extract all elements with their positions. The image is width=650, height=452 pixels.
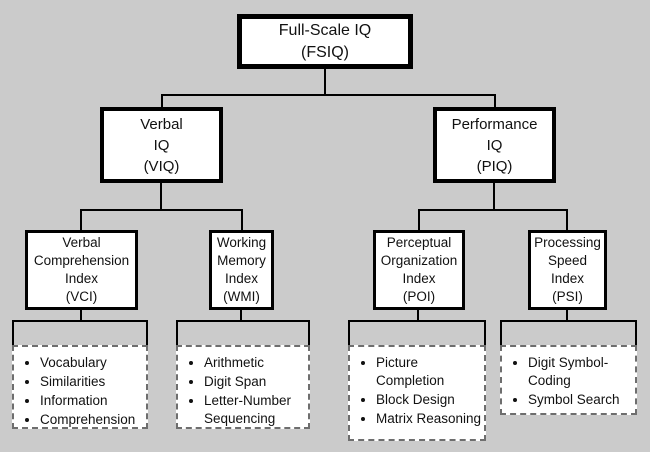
connector-poi-leg-right xyxy=(484,320,486,348)
node-wmi: Working Memory Index (WMI) xyxy=(209,230,274,310)
subtest-ul-wmi: ArithmeticDigit SpanLetter-Number Sequen… xyxy=(178,347,308,428)
connector-wmi-stem xyxy=(240,310,242,321)
connector-piq-hbar xyxy=(418,209,568,211)
subtest-item: Symbol Search xyxy=(528,391,633,409)
subtest-item: Arithmetic xyxy=(204,354,306,372)
subtest-item: Matrix Reasoning xyxy=(376,410,482,428)
connector-poi-leg-left xyxy=(348,320,350,348)
connector-psi-leg-left xyxy=(500,320,502,348)
subtest-list-vci: VocabularySimilaritiesInformationCompreh… xyxy=(12,345,148,429)
connector-vci-stem xyxy=(80,310,82,321)
connector-psi-bracket xyxy=(500,320,637,322)
subtest-item: Letter-Number Sequencing xyxy=(204,392,306,428)
connector-fsiq-stem xyxy=(324,69,326,95)
connector-psi-drop xyxy=(566,209,568,231)
subtest-item: Picture Completion xyxy=(376,354,482,390)
node-piq: Performance IQ (PIQ) xyxy=(433,107,556,183)
subtest-item: Similarities xyxy=(40,373,144,391)
connector-viq-drop xyxy=(161,94,163,108)
node-vci: Verbal Comprehension Index (VCI) xyxy=(25,230,138,310)
connector-viq-hbar xyxy=(80,209,243,211)
connector-poi-drop xyxy=(418,209,420,231)
connector-vci-leg-left xyxy=(12,320,14,348)
connector-piq-drop xyxy=(494,94,496,108)
subtest-item: Digit Symbol-Coding xyxy=(528,354,633,390)
subtest-item: Comprehension xyxy=(40,411,144,429)
connector-psi-stem xyxy=(566,310,568,321)
connector-poi-stem xyxy=(417,310,419,321)
connector-vci-leg-right xyxy=(146,320,148,348)
connector-wmi-leg-right xyxy=(308,320,310,348)
connector-vci-bracket xyxy=(12,320,148,322)
subtest-list-psi: Digit Symbol-CodingSymbol Search xyxy=(500,345,637,415)
subtest-ul-psi: Digit Symbol-CodingSymbol Search xyxy=(502,347,635,409)
connector-wmi-drop xyxy=(241,209,243,231)
connector-piq-stem xyxy=(493,183,495,210)
subtest-item: Block Design xyxy=(376,391,482,409)
subtest-list-poi: Picture CompletionBlock DesignMatrix Rea… xyxy=(348,345,486,441)
connector-psi-leg-right xyxy=(635,320,637,348)
node-poi: Perceptual Organization Index (POI) xyxy=(373,230,465,310)
subtest-ul-vci: VocabularySimilaritiesInformationCompreh… xyxy=(14,347,146,429)
node-psi: Processing Speed Index (PSI) xyxy=(528,230,607,310)
connector-wmi-bracket xyxy=(176,320,310,322)
node-fsiq: Full-Scale IQ (FSIQ) xyxy=(237,14,413,69)
connector-vci-drop xyxy=(80,209,82,231)
node-viq: Verbal IQ (VIQ) xyxy=(100,107,223,183)
connector-viq-stem xyxy=(160,183,162,210)
subtest-item: Information xyxy=(40,392,144,410)
connector-wmi-leg-left xyxy=(176,320,178,348)
subtest-item: Vocabulary xyxy=(40,354,144,372)
subtest-list-wmi: ArithmeticDigit SpanLetter-Number Sequen… xyxy=(176,345,310,429)
connector-poi-bracket xyxy=(348,320,486,322)
connector-tier2-hbar xyxy=(161,94,496,96)
subtest-item: Digit Span xyxy=(204,373,306,391)
subtest-ul-poi: Picture CompletionBlock DesignMatrix Rea… xyxy=(350,347,484,428)
